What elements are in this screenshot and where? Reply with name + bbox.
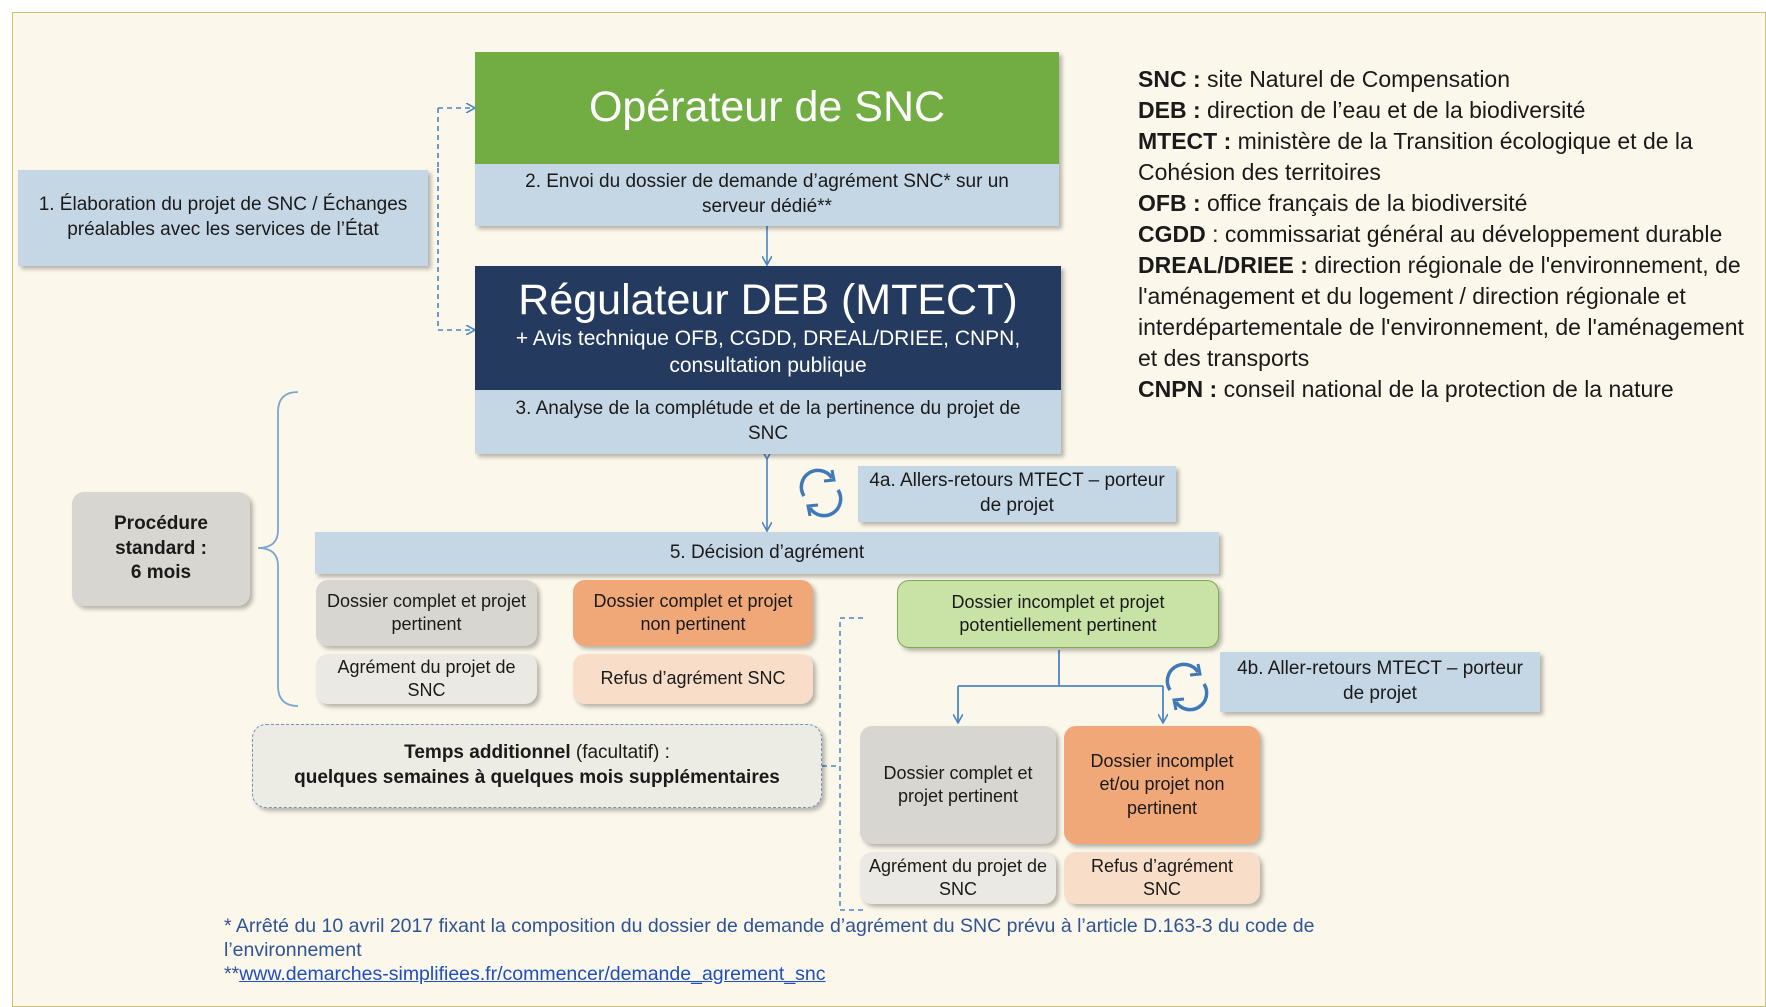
regulator-box: Régulateur DEB (MTECT) + Avis technique … xyxy=(475,266,1061,390)
footnote-line1: * Arrêté du 10 avril 2017 fixant la comp… xyxy=(224,915,1315,961)
refresh-cycle-icon xyxy=(1165,662,1209,712)
step4b-label: 4b. Aller-retours MTECT – porteur de pro… xyxy=(1237,658,1523,704)
procedure-standard-box: Procédure standard : 6 mois xyxy=(72,492,250,606)
procedure-line1: Procédure xyxy=(114,512,208,534)
second-outcome-complete-relevant: Dossier complet et projet pertinent xyxy=(860,726,1056,844)
step3-label: 3. Analyse de la complétude et de la per… xyxy=(515,398,1021,444)
legend-abbr: MTECT : xyxy=(1138,128,1232,154)
additional-time-bold2: quelques semaines à quelques mois supplé… xyxy=(294,767,780,788)
outcome-refusal: Refus d’agrément SNC xyxy=(573,654,813,704)
outcome-complete-not-relevant-label: Dossier complet et projet non pertinent xyxy=(593,590,793,634)
step3-box: 3. Analyse de la complétude et de la per… xyxy=(475,390,1061,454)
step5-box: 5. Décision d’agrément xyxy=(315,532,1219,574)
footnote-line2: **www.demarches-simplifiees.fr/commencer… xyxy=(224,962,1404,986)
second-outcome-complete-relevant-label: Dossier complet et projet pertinent xyxy=(883,762,1033,806)
outcome-refusal-label: Refus d’agrément SNC xyxy=(600,668,786,689)
second-outcome-refusal: Refus d’agrément SNC xyxy=(1064,852,1260,904)
step5-label: 5. Décision d’agrément xyxy=(669,541,865,563)
step2-box: 2. Envoi du dossier de demande d’agrémen… xyxy=(475,164,1059,226)
footnote-prefix: ** xyxy=(224,963,240,985)
legend-item: DREAL/DRIEE : direction régionale de l'e… xyxy=(1138,250,1758,374)
regulator-title: Régulateur DEB (MTECT) xyxy=(518,276,1018,325)
outcome-complete-relevant-label: Dossier complet et projet pertinent xyxy=(326,590,527,634)
legend-abbr: OFB : xyxy=(1138,190,1201,216)
legend-text: direction de l’eau et de la biodiversité xyxy=(1200,97,1586,123)
legend-abbr: DREAL/DRIEE : xyxy=(1138,252,1308,278)
step4a-box: 4a. Allers-retours MTECT – porteur de pr… xyxy=(858,466,1176,522)
operator-box: Opérateur de SNC xyxy=(475,52,1059,164)
second-outcome-incomplete: Dossier incomplet et/ou projet non perti… xyxy=(1064,726,1260,844)
legend-text: : commissariat général au développement … xyxy=(1205,221,1723,247)
legend-abbr: DEB : xyxy=(1138,97,1201,123)
outcome-agreement: Agrément du projet de SNC xyxy=(316,654,537,704)
additional-time-optional: (facultatif) : xyxy=(570,742,670,764)
demarches-link[interactable]: www.demarches-simplifiees.fr/commencer/d… xyxy=(239,963,826,985)
additional-time-line1: Temps additionnel (facultatif) : xyxy=(404,741,670,766)
legend-item: CNPN : conseil national de la protection… xyxy=(1138,374,1758,405)
procedure-line2: standard : xyxy=(115,537,207,559)
step2-label: 2. Envoi du dossier de demande d’agrémen… xyxy=(525,171,1009,217)
outcome-incomplete-potential-label: Dossier incomplet et projet potentiellem… xyxy=(951,591,1165,635)
step1-box: 1. Élaboration du projet de SNC / Échang… xyxy=(18,170,428,266)
legend-item: OFB : office français de la biodiversité xyxy=(1138,188,1758,219)
step4a-label: 4a. Allers-retours MTECT – porteur de pr… xyxy=(869,470,1165,516)
legend-item: DEB : direction de l’eau et de la biodiv… xyxy=(1138,95,1758,126)
procedure-line3: 6 mois xyxy=(130,562,192,584)
refresh-cycle-icon xyxy=(799,468,843,518)
legend-abbr: CGDD xyxy=(1138,221,1206,247)
outcome-complete-not-relevant: Dossier complet et projet non pertinent xyxy=(573,580,813,646)
legend-text: office français de la biodiversité xyxy=(1200,190,1528,216)
legend-abbr: CNPN : xyxy=(1138,376,1218,402)
legend-text: conseil national de la protection de la … xyxy=(1217,376,1674,402)
additional-time-bold1: Temps additionnel xyxy=(404,742,571,764)
additional-time-box: Temps additionnel (facultatif) : quelque… xyxy=(252,724,822,808)
legend-text: site Naturel de Compensation xyxy=(1200,66,1511,92)
step4b-box: 4b. Aller-retours MTECT – porteur de pro… xyxy=(1220,652,1540,712)
legend-text: direction régionale de l'environnement, … xyxy=(1138,252,1744,371)
legend-item: SNC : site Naturel de Compensation xyxy=(1138,64,1758,95)
second-outcome-agreement-label: Agrément du projet de SNC xyxy=(868,855,1048,899)
footnote: * Arrêté du 10 avril 2017 fixant la comp… xyxy=(224,914,1404,986)
legend-item: MTECT : ministère de la Transition écolo… xyxy=(1138,126,1758,188)
second-outcome-agreement: Agrément du projet de SNC xyxy=(860,852,1056,904)
outcome-complete-relevant: Dossier complet et projet pertinent xyxy=(316,580,537,646)
operator-title: Opérateur de SNC xyxy=(588,83,946,132)
second-outcome-refusal-label: Refus d’agrément SNC xyxy=(1090,855,1234,899)
outcome-agreement-label: Agrément du projet de SNC xyxy=(337,656,516,700)
legend: SNC : site Naturel de Compensation DEB :… xyxy=(1138,64,1758,405)
legend-abbr: SNC : xyxy=(1138,66,1201,92)
legend-item: CGDD : commissariat général au développe… xyxy=(1138,219,1758,250)
second-outcome-incomplete-label: Dossier incomplet et/ou projet non perti… xyxy=(1090,750,1234,818)
step1-label: 1. Élaboration du projet de SNC / Échang… xyxy=(38,194,408,240)
regulator-subtitle: + Avis technique OFB, CGDD, DREAL/DRIEE,… xyxy=(515,326,1021,377)
outcome-incomplete-potential: Dossier incomplet et projet potentiellem… xyxy=(897,580,1219,648)
legend-text: ministère de la Transition écologique et… xyxy=(1138,128,1693,185)
